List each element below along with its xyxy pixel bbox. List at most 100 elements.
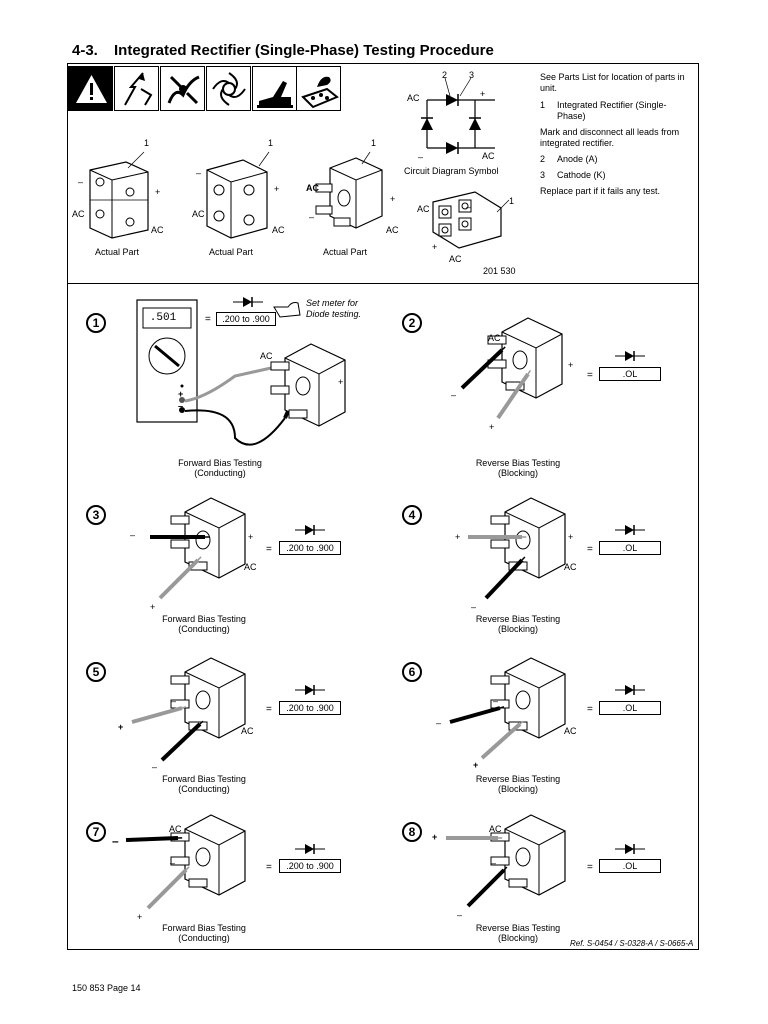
part3-ac-left: AC xyxy=(306,183,319,193)
step-6-bubble: 6 xyxy=(402,662,422,682)
step-8-terminal-plus xyxy=(515,847,531,867)
step-5-caption: Forward Bias Testing(Conducting) xyxy=(162,774,246,794)
callout-3: 3 xyxy=(469,70,475,80)
step-2-terminal-ac xyxy=(487,335,507,345)
meter-range-box: .200 to .900 xyxy=(216,312,276,326)
step-6-diode-triangle xyxy=(625,685,634,695)
note-item: Mark and disconnect all leads from integ… xyxy=(540,127,680,148)
step-2-reading: .OL xyxy=(599,367,661,381)
step-7-probe-plus: + xyxy=(137,912,143,922)
step-2-probe-grey xyxy=(496,372,530,420)
step-7-terminal-minus xyxy=(170,856,190,866)
part1-callout: 1 xyxy=(144,138,150,148)
step-3-terminal-plus xyxy=(195,530,211,550)
part1-minus: – xyxy=(78,177,84,187)
step-7-ac: AC xyxy=(169,824,182,834)
step-6-probe-grey xyxy=(480,722,522,760)
part3-minus: – xyxy=(309,212,315,222)
step-5-probe-grey-tip xyxy=(181,706,187,709)
step-1-ac: AC xyxy=(260,351,273,361)
step-2-caption: Reverse Bias Testing(Blocking) xyxy=(475,458,561,478)
step-6-rectifier-body xyxy=(504,657,566,739)
step-5-diode-triangle xyxy=(305,685,314,695)
step-8-terminal-minus xyxy=(490,856,510,866)
step-6-caption: Reverse Bias Testing(Blocking) xyxy=(475,774,561,794)
step-5-rectifier-body xyxy=(184,657,246,739)
step-7-probe-black xyxy=(125,836,179,842)
step-3-probe-plus: + xyxy=(150,602,156,612)
meter-note: Set meter for Diode testing. xyxy=(306,298,362,319)
section-divider xyxy=(67,283,699,284)
step-7-equals: = xyxy=(266,862,272,873)
procedure-frame xyxy=(67,63,699,950)
notes-intro: See Parts List for location of parts in … xyxy=(540,72,685,93)
meter-display: .501 xyxy=(149,312,177,324)
step-5-probe-grey xyxy=(131,706,183,724)
step-2-rectifier-body xyxy=(501,317,563,399)
multimeter-drawing xyxy=(136,299,302,446)
step-6-terminal-plus xyxy=(515,690,531,710)
step-1-rectifier xyxy=(270,343,346,427)
step-5-bubble: 5 xyxy=(86,662,106,682)
electric-shock-icon xyxy=(114,66,159,111)
step-7-minus: – xyxy=(170,858,176,868)
part3-plus: + xyxy=(390,194,396,204)
step-2-probe-grey-tip xyxy=(527,370,532,375)
step-8-diode-triangle xyxy=(625,844,634,854)
step-6-probe-black-tip xyxy=(499,706,505,709)
step-7-probe-minus: – xyxy=(112,834,119,848)
step-6-minus: – xyxy=(493,696,499,706)
step-4-terminal-plus xyxy=(515,530,531,550)
step-6-probe-plus: + xyxy=(473,760,479,770)
step-5-probe-black-tip xyxy=(199,720,204,725)
step-4-probe-black xyxy=(484,558,524,600)
step-6-equals: = xyxy=(587,704,593,715)
moving-parts-icon xyxy=(206,66,251,111)
step-7-bubble: 7 xyxy=(86,822,106,842)
part1-label: Actual Part xyxy=(95,247,140,257)
step-3-equals: = xyxy=(266,544,272,555)
step-2-terminal-plus xyxy=(512,350,528,370)
step-4-ac: AC xyxy=(564,562,577,572)
step-6-probe-grey-tip xyxy=(519,720,524,725)
part4-ac-left: AC xyxy=(417,204,430,214)
step-7-probe-grey xyxy=(146,868,188,910)
step-7-terminal-plus xyxy=(195,847,211,867)
step-2-probe-black-tip xyxy=(501,346,506,351)
part2-ac-left: AC xyxy=(192,209,205,219)
step-7-probe-grey-tip xyxy=(185,866,190,871)
step-2-equals: = xyxy=(587,370,593,381)
step-8-reading: .OL xyxy=(599,859,661,873)
step-4-probe-minus: – xyxy=(471,602,477,612)
part-number: 201 530 xyxy=(483,266,516,276)
step-6-ac: AC xyxy=(564,726,577,736)
part3-ac-right: AC xyxy=(386,225,399,235)
step-8-equals: = xyxy=(587,862,593,873)
part3-callout: 1 xyxy=(371,138,377,148)
part4-plus: + xyxy=(432,242,438,252)
part4-minus: – xyxy=(466,202,472,212)
meter-plus: + xyxy=(178,389,184,399)
part3-label: Actual Part xyxy=(323,247,368,257)
step-8-bubble: 8 xyxy=(402,822,422,842)
part1-ac-left: AC xyxy=(72,209,85,219)
circuit-board-static-icon xyxy=(296,66,341,111)
page-footer: 150 853 Page 14 xyxy=(72,983,141,993)
part2-callout: 1 xyxy=(268,138,274,148)
actual-part-4-drawing xyxy=(432,191,510,249)
step-4-rectifier-body xyxy=(504,497,566,579)
step-4-reading: .OL xyxy=(599,541,661,555)
step-8-caption: Reverse Bias Testing(Blocking) xyxy=(475,923,561,943)
step-1-bubble: 1 xyxy=(86,313,106,333)
step-8-probe-black xyxy=(466,868,506,908)
step-7-terminal-ac2 xyxy=(188,878,208,888)
part2-plus: + xyxy=(274,184,280,194)
notes-panel: See Parts List for location of parts in … xyxy=(540,72,695,202)
step-4-probe-black-tip xyxy=(521,556,526,561)
step-5-ac: AC xyxy=(241,726,254,736)
circuit-ac-bottom: AC xyxy=(482,151,495,161)
step-1-caption: Forward Bias Testing(Conducting) xyxy=(178,458,262,478)
step-5-probe-minus: – xyxy=(152,762,158,772)
step-3-ac: AC xyxy=(244,562,257,572)
hot-parts-icon xyxy=(160,66,205,111)
